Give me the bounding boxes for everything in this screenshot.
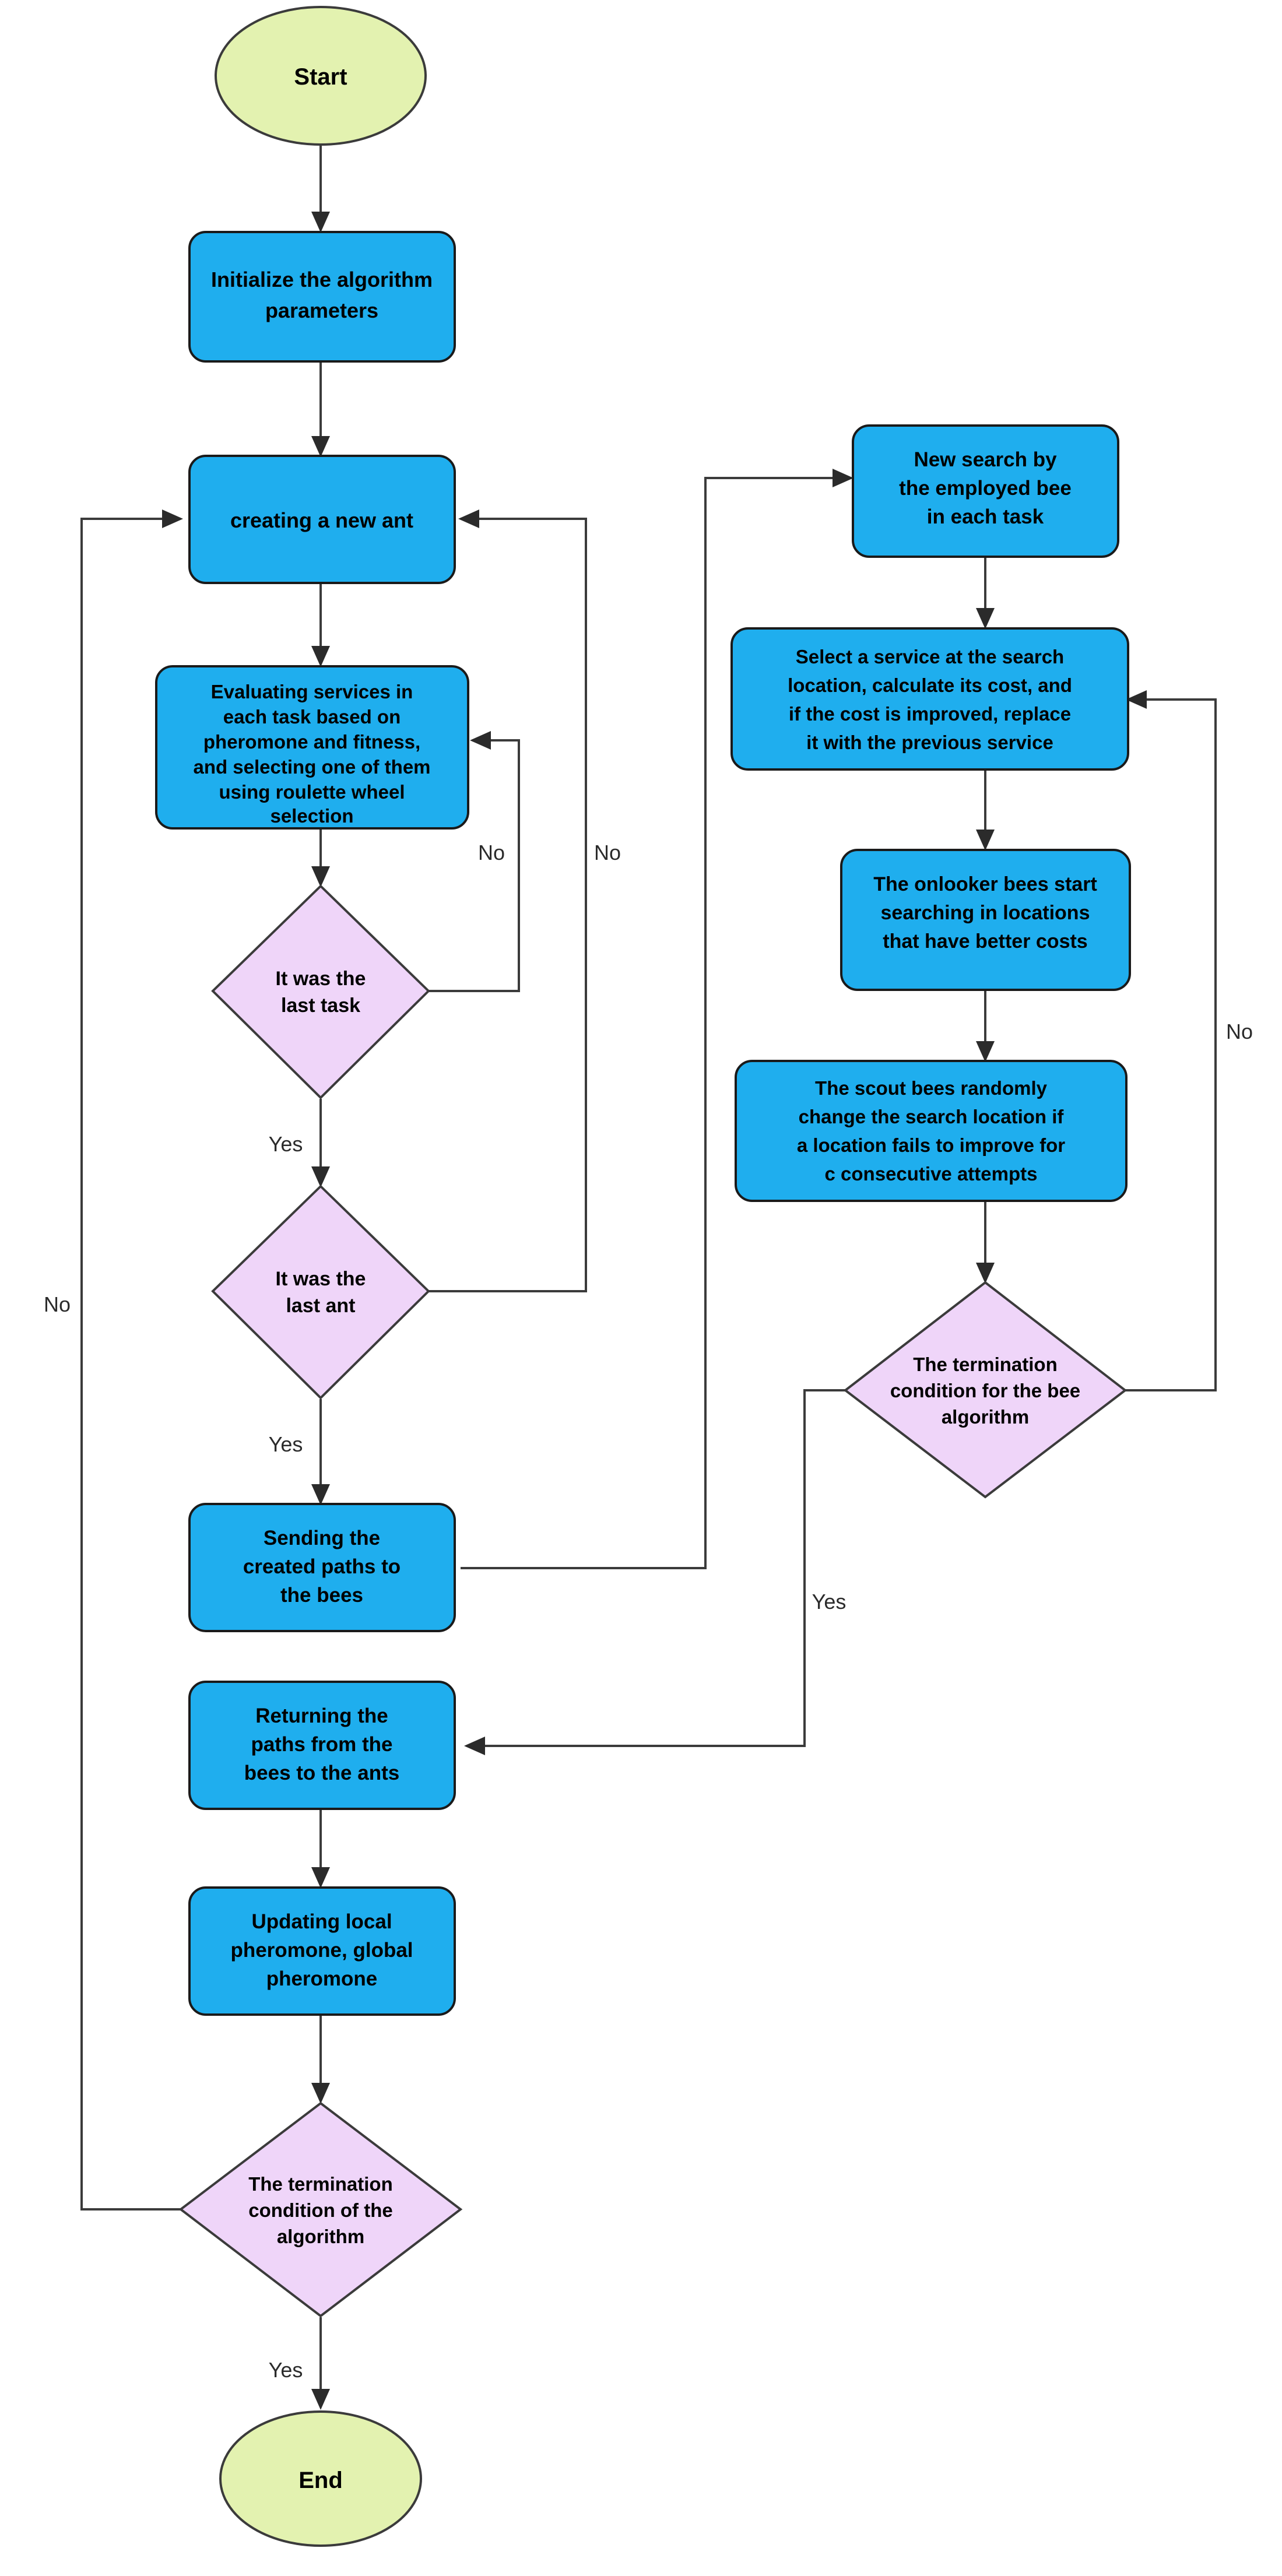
node-termalgo-line3: algorithm bbox=[277, 2226, 364, 2247]
node-last-ant-line1: It was the bbox=[276, 1268, 366, 1290]
edge-lastant-no-loop bbox=[428, 509, 587, 1292]
node-onlooker-line2: searching in locations bbox=[881, 902, 1090, 924]
node-returning-line2: paths from the bbox=[251, 1733, 392, 1756]
node-last-task-line1: It was the bbox=[276, 968, 366, 990]
node-onlooker-line3: that have better costs bbox=[883, 930, 1087, 953]
node-newsearch-line3: in each task bbox=[927, 505, 1044, 528]
node-scout-bees[interactable]: The scout bees randomly change the searc… bbox=[735, 1060, 1128, 1202]
node-end-label: End bbox=[298, 2468, 343, 2493]
edge-label-lasttask-yes: Yes bbox=[269, 1132, 303, 1156]
node-evaluating-services[interactable]: Evaluating services in each task based o… bbox=[155, 665, 469, 830]
edge-label-termalgo-no: No bbox=[44, 1292, 71, 1316]
node-evaluating-line4: and selecting one of them bbox=[193, 756, 430, 778]
node-initialize-label-line1: Initialize the algorithm bbox=[211, 268, 433, 291]
node-select-line4: it with the previous service bbox=[806, 732, 1053, 753]
node-new-search[interactable]: New search by the employed bee in each t… bbox=[852, 424, 1119, 558]
node-sending-line2: created paths to bbox=[243, 1555, 401, 1578]
node-termbee-line3: algorithm bbox=[942, 1406, 1029, 1428]
node-start[interactable]: Start bbox=[215, 6, 427, 146]
edge-label-termbee-yes: Yes bbox=[812, 1590, 847, 1614]
node-select-line3: if the cost is improved, replace bbox=[789, 703, 1071, 725]
node-sending-line3: the bees bbox=[280, 1584, 363, 1607]
node-select-service[interactable]: Select a service at the search location,… bbox=[730, 627, 1129, 771]
node-newsearch-line1: New search by bbox=[914, 448, 1057, 471]
node-initialize[interactable]: Initialize the algorithm parameters bbox=[188, 231, 456, 363]
node-start-label: Start bbox=[294, 64, 347, 90]
node-creating-new-ant-label: creating a new ant bbox=[230, 508, 413, 532]
node-sending-line1: Sending the bbox=[264, 1527, 380, 1549]
node-sending-paths[interactable]: Sending the created paths to the bees bbox=[188, 1503, 456, 1632]
node-onlooker-line1: The onlooker bees start bbox=[873, 873, 1097, 895]
edge-termbee-yes-to-returning bbox=[464, 1389, 874, 1755]
node-last-task-line2: last task bbox=[281, 994, 360, 1017]
edge-label-termalgo-yes: Yes bbox=[269, 2358, 303, 2382]
node-initialize-label-line2: parameters bbox=[265, 298, 378, 322]
node-select-line1: Select a service at the search bbox=[796, 646, 1064, 667]
node-evaluating-line2: each task based on bbox=[223, 706, 401, 728]
edge-sending-to-newsearch bbox=[461, 469, 854, 1569]
node-last-ant-line2: last ant bbox=[286, 1295, 355, 1317]
edge-label-lastant-yes: Yes bbox=[269, 1432, 303, 1456]
node-evaluating-line1: Evaluating services in bbox=[211, 681, 413, 702]
node-scout-line2: change the search location if bbox=[799, 1106, 1065, 1127]
node-returning-line1: Returning the bbox=[255, 1705, 388, 1727]
node-end[interactable]: End bbox=[219, 2410, 422, 2547]
edge-label-termbee-no: No bbox=[1226, 1020, 1253, 1043]
node-termalgo-line2: condition of the bbox=[248, 2199, 392, 2221]
node-onlooker-bees[interactable]: The onlooker bees start searching in loc… bbox=[840, 849, 1131, 991]
node-evaluating-line5: using roulette wheel bbox=[219, 781, 405, 803]
edge-label-lasttask-no: No bbox=[478, 841, 505, 864]
node-termalgo-line1: The termination bbox=[248, 2173, 393, 2195]
node-updating-line3: pheromone bbox=[266, 1967, 378, 1990]
node-updating-line2: pheromone, global bbox=[230, 1939, 413, 1962]
edge-lasttask-no-loop bbox=[428, 731, 520, 992]
edge-termalgo-no-loop bbox=[80, 509, 213, 2210]
node-updating-line1: Updating local bbox=[251, 1910, 392, 1933]
node-evaluating-line6: selection bbox=[270, 805, 353, 827]
edge-termbee-no-loop bbox=[1096, 690, 1217, 1391]
node-updating-pheromone[interactable]: Updating local pheromone, global pheromo… bbox=[188, 1886, 456, 2016]
node-decision-termination-bee[interactable]: The termination condition for the bee al… bbox=[843, 1281, 1128, 1499]
node-newsearch-line2: the employed bee bbox=[899, 477, 1072, 500]
node-select-line2: location, calculate its cost, and bbox=[788, 674, 1072, 696]
node-creating-new-ant[interactable]: creating a new ant bbox=[188, 455, 456, 584]
node-scout-line4: c consecutive attempts bbox=[825, 1163, 1038, 1185]
node-decision-last-task[interactable]: It was the last task bbox=[211, 884, 430, 1099]
node-decision-last-ant[interactable]: It was the last ant bbox=[211, 1185, 430, 1400]
node-scout-line3: a location fails to improve for bbox=[797, 1134, 1065, 1156]
node-termbee-line1: The termination bbox=[913, 1354, 1058, 1375]
node-returning-paths[interactable]: Returning the paths from the bees to the… bbox=[188, 1681, 456, 1810]
edge-label-lastant-no: No bbox=[594, 841, 621, 864]
node-termbee-line2: condition for the bee bbox=[890, 1380, 1080, 1401]
node-evaluating-line3: pheromone and fitness, bbox=[203, 731, 420, 753]
node-decision-termination-algorithm[interactable]: The termination condition of the algorit… bbox=[178, 2101, 463, 2318]
node-returning-line3: bees to the ants bbox=[244, 1762, 399, 1784]
node-scout-line1: The scout bees randomly bbox=[815, 1077, 1048, 1099]
